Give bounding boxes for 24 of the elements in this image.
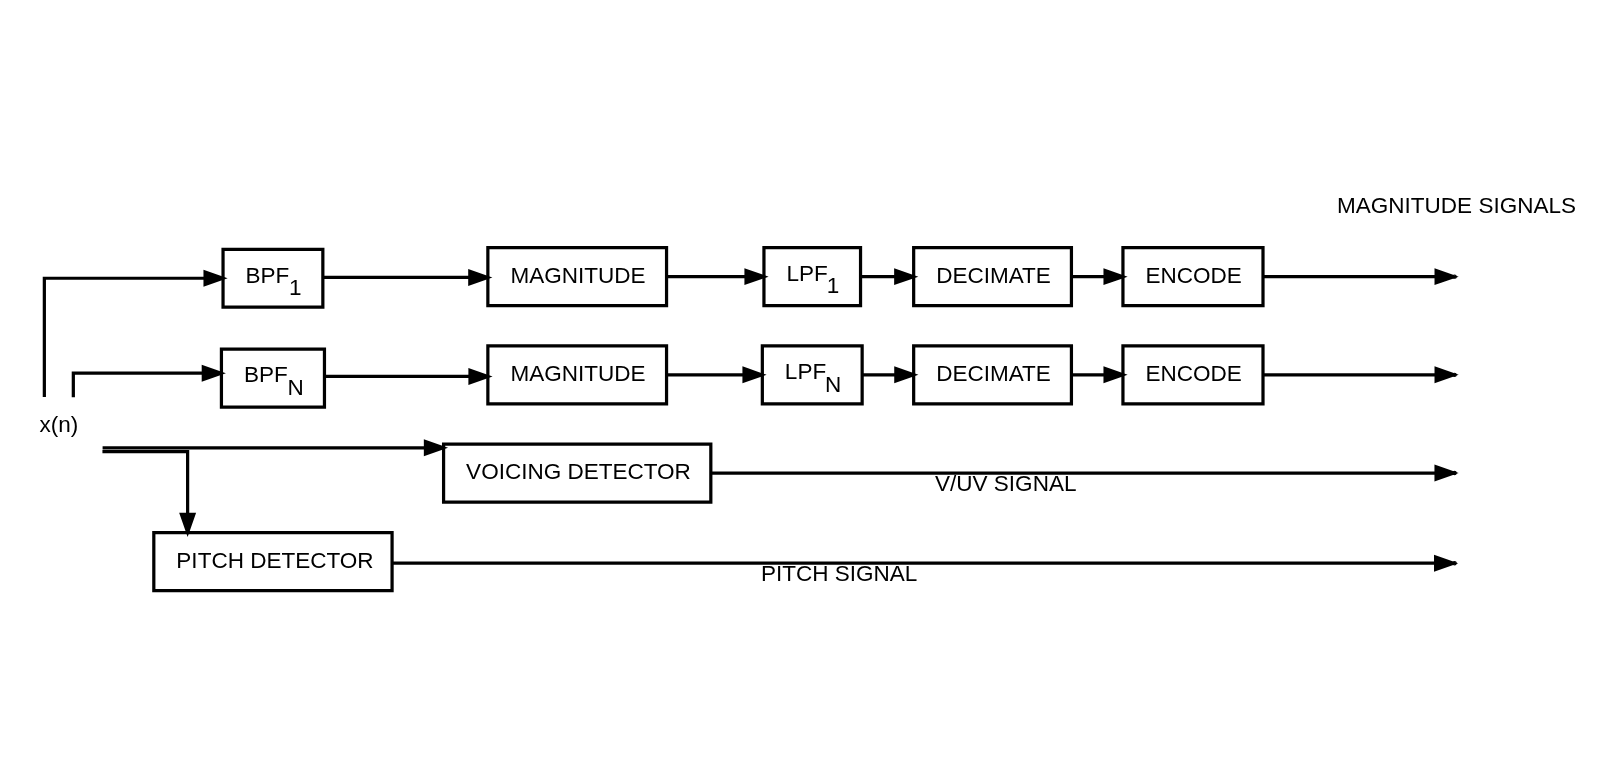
arrow — [324, 367, 493, 385]
arrow — [102, 449, 197, 537]
arrow — [102, 438, 449, 456]
node-box: DECIMATE — [912, 343, 1074, 405]
edge-label: PITCH SIGNAL — [760, 560, 918, 586]
arrow — [860, 267, 919, 285]
label: MAGNITUDE SIGNALS — [1337, 192, 1577, 218]
arrow — [666, 365, 767, 383]
node-box: ENCODE — [1121, 343, 1265, 405]
edge-label: V/UV SIGNAL — [935, 470, 1077, 496]
node-text: x(n) — [39, 411, 79, 437]
arrow — [1071, 267, 1128, 285]
arrow — [666, 267, 769, 285]
arrow — [71, 364, 226, 397]
arrow — [323, 268, 493, 286]
node-box: PITCH DETECTOR — [152, 530, 394, 592]
arrow — [42, 269, 228, 397]
arrow — [1071, 365, 1128, 383]
arrow — [862, 365, 919, 383]
node-box: MAGNITUDE — [486, 245, 669, 307]
node-box: DECIMATE — [912, 245, 1074, 307]
node-box: ENCODE — [1121, 245, 1265, 307]
node-box: VOICING DETECTOR — [441, 441, 713, 504]
node-box: MAGNITUDE — [486, 343, 669, 405]
